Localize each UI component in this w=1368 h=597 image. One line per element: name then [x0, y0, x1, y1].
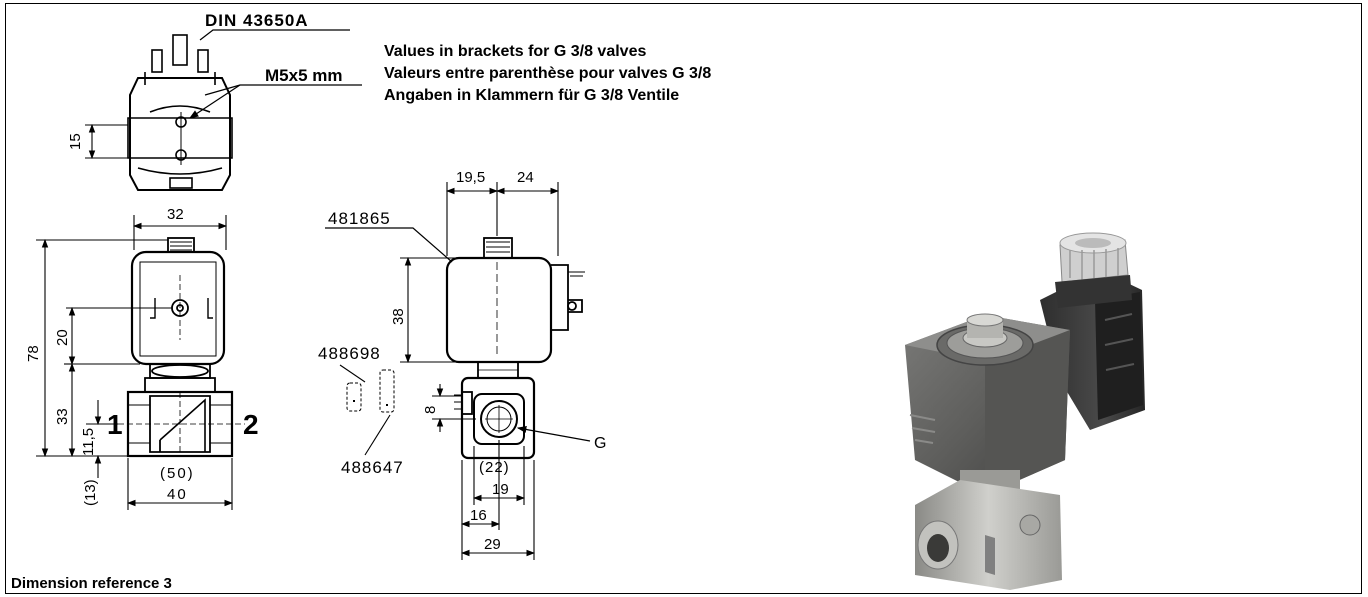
- dim-32: [132, 215, 228, 250]
- note-german: Angaben in Klammern für G 3/8 Ventile: [384, 87, 679, 104]
- part-488647-label: 488647: [341, 458, 404, 477]
- screw-label: M5x5 mm: [265, 66, 342, 85]
- valve-photo: [905, 232, 1145, 590]
- dim-33-label: 33: [54, 408, 71, 425]
- dim-11-5: [86, 400, 118, 478]
- drawing-frame: [5, 3, 1362, 594]
- dim-50-label: (50): [160, 465, 195, 482]
- dim-40: [126, 458, 234, 510]
- notes: Values in brackets for G 3/8 valves Vale…: [384, 43, 711, 104]
- accessory-outlines: [346, 369, 395, 413]
- dim-32-label: 32: [167, 206, 184, 223]
- dim-38: [400, 256, 460, 364]
- part-488698-label: 488698: [318, 344, 381, 363]
- side-view: [445, 237, 585, 460]
- din-leader: [199, 29, 350, 41]
- dim-29-label: 29: [484, 536, 501, 553]
- dim-19-5-24: [445, 182, 560, 256]
- dim-22-label: (22): [479, 459, 510, 476]
- part-481865-label: 481865: [328, 209, 391, 228]
- coil-leader: [325, 227, 453, 263]
- note-english: Values in brackets for G 3/8 valves: [384, 43, 646, 60]
- dim-33: [64, 362, 76, 458]
- port-1-label: 1: [107, 409, 123, 440]
- dim-38-label: 38: [390, 308, 407, 325]
- dim-8-label: 8: [422, 406, 439, 414]
- dim-13-label: (13): [82, 479, 99, 506]
- front-view: [118, 237, 245, 458]
- note-french: Valeurs entre parenthèse pour valves G 3…: [384, 65, 711, 82]
- dim-24-label: 24: [517, 169, 534, 186]
- dim-8: [432, 384, 476, 432]
- dim-19-5-label: 19,5: [456, 169, 485, 186]
- din-label: DIN 43650A: [205, 11, 309, 30]
- dim-78: [36, 238, 168, 458]
- top-view: [127, 34, 233, 191]
- dim-19-label: 19: [492, 481, 509, 498]
- dim-20-label: 20: [54, 329, 71, 346]
- dim-15: [85, 123, 128, 160]
- dim-40-label: 40: [167, 486, 188, 503]
- dim-78-label: 78: [25, 345, 42, 362]
- thread-g-label: G: [594, 435, 606, 452]
- thread-leader: [516, 425, 591, 442]
- dimension-labels: DIN 43650A M5x5 mm 15 32 78 20 33 11,5 (…: [25, 11, 606, 553]
- dim-bottom-side: [460, 440, 536, 560]
- port-2-label: 2: [243, 409, 259, 440]
- dim-11-5-label: 11,5: [80, 428, 97, 456]
- dim-16-label: 16: [470, 507, 487, 524]
- dim-15-label: 15: [67, 133, 84, 150]
- dim-20: [66, 306, 172, 366]
- caption: Dimension reference 3: [11, 575, 172, 592]
